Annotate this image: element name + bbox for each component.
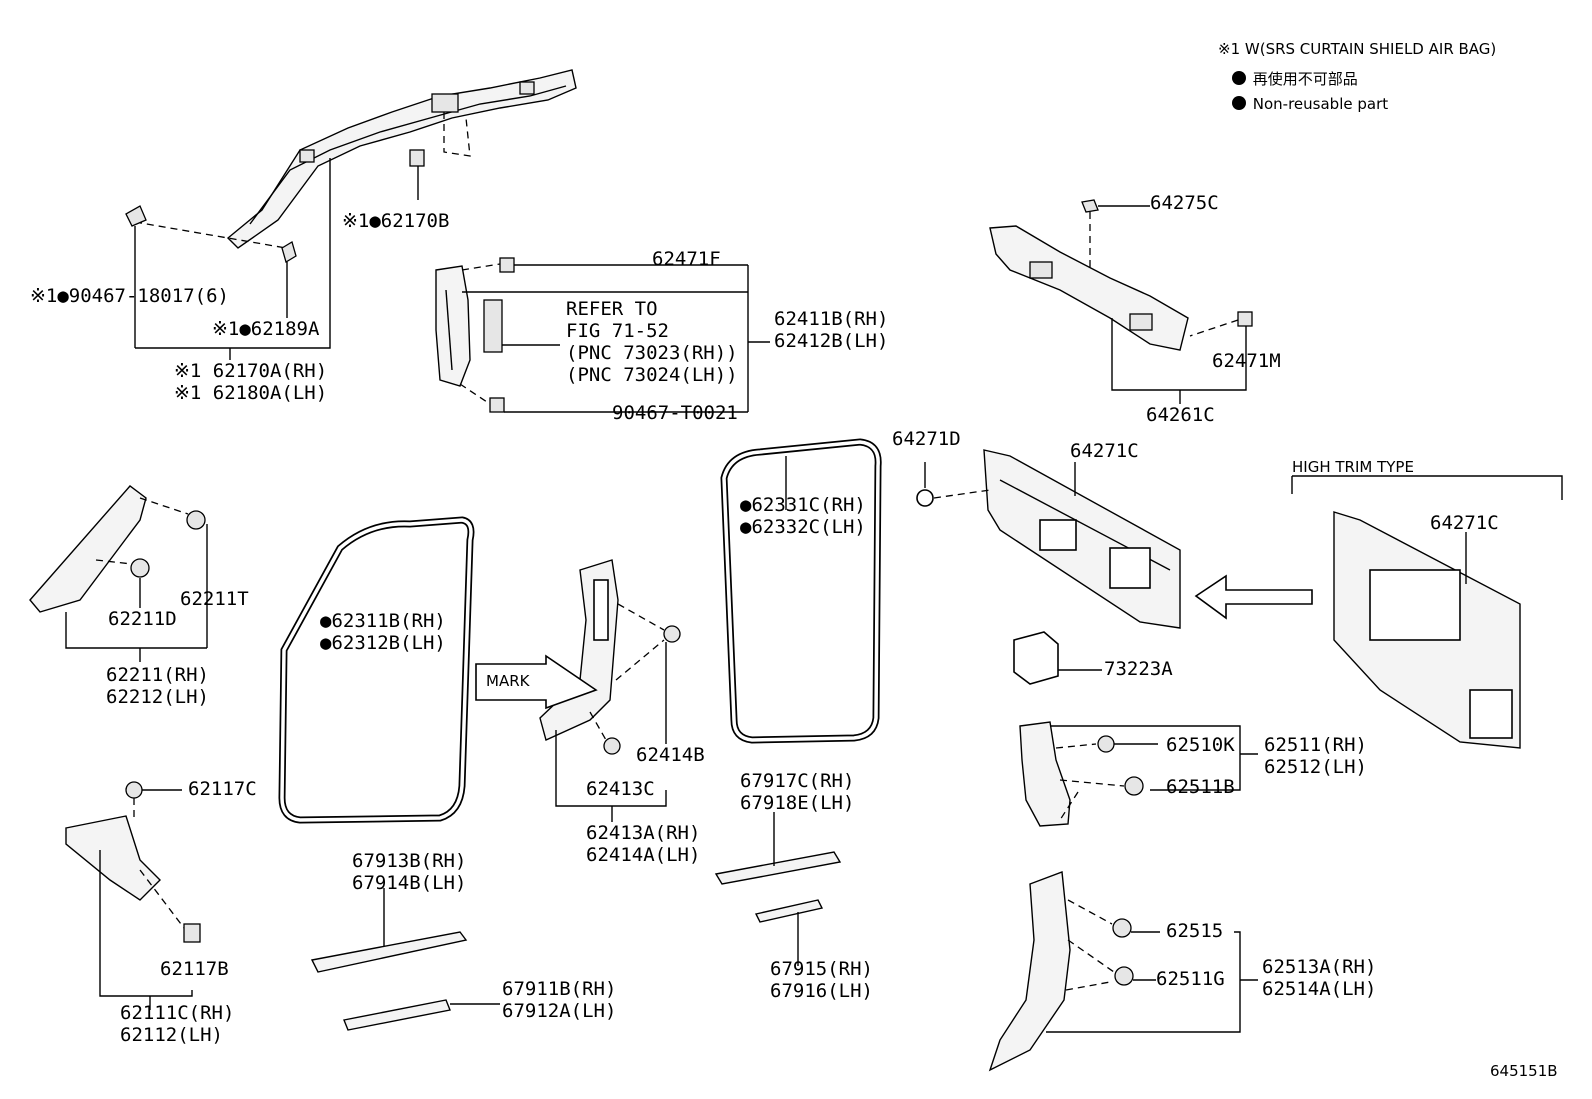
label-62180A: ※1 62180A(LH)	[174, 382, 328, 404]
label-62510K: 62510K	[1166, 734, 1235, 756]
label-64275C: 64275C	[1150, 192, 1219, 214]
scuff-plate-67911B	[343, 999, 500, 1031]
pillar-62111C	[65, 781, 201, 1010]
curtain-airbag-assembly	[134, 69, 577, 249]
high-trim-panel	[1291, 475, 1563, 749]
legend-en-text: Non-reusable part	[1252, 95, 1389, 113]
label-67916: 67916(LH)	[770, 980, 873, 1002]
label-64261C: 64261C	[1146, 404, 1215, 426]
bullet-icon	[1232, 71, 1246, 85]
label-62413A: 62413A(RH)	[586, 822, 701, 844]
label-62411B: 62411B(RH)	[774, 308, 889, 330]
label-67911B: 67911B(RH)	[502, 978, 617, 1000]
bullet-icon	[1232, 96, 1246, 110]
label-62211T: 62211T	[180, 588, 249, 610]
label-62117B: 62117B	[160, 958, 229, 980]
label-62414B: 62414B	[636, 744, 705, 766]
label-62332C: ●62332C(LH)	[740, 516, 866, 538]
refer-line-3: (PNC 73023(RH))	[566, 342, 738, 364]
scuff-plate-67915	[754, 899, 824, 966]
seal-62311B	[278, 516, 475, 824]
switch-73223A	[1013, 631, 1102, 685]
label-62412B: 62412B(LH)	[774, 330, 889, 352]
legend-jp-text: 再使用不可部品	[1252, 70, 1358, 88]
label-62189A: ※1●62189A	[212, 318, 320, 340]
label-73223A: 73223A	[1104, 658, 1173, 680]
label-62471F: 62471F	[652, 248, 721, 270]
pillar-62211	[29, 485, 208, 662]
diagram-id: 645151B	[1490, 1062, 1558, 1080]
legend-en: Non-reusable part	[1232, 95, 1388, 113]
label-high-trim: HIGH TRIM TYPE	[1292, 458, 1414, 476]
bracket-62170A	[135, 158, 331, 349]
label-62331C: ●62331C(RH)	[740, 494, 866, 516]
clip-62170B	[409, 149, 425, 200]
label-mark: MARK	[486, 672, 530, 690]
clip-62189A	[281, 241, 297, 318]
label-62515: 62515	[1166, 920, 1224, 942]
label-62112: 62112(LH)	[120, 1024, 223, 1046]
label-62471M: 62471M	[1212, 350, 1281, 372]
label-67917C: 67917C(RH)	[740, 770, 855, 792]
legend-jp: 再使用不可部品	[1232, 70, 1358, 88]
label-62311B: ●62311B(RH)	[320, 610, 446, 632]
pillar-62413	[475, 559, 681, 822]
refer-line-1: REFER TO	[566, 298, 658, 320]
label-62170A: ※1 62170A(RH)	[174, 360, 328, 382]
label-67915: 67915(RH)	[770, 958, 873, 980]
pillar-62513A	[988, 871, 1258, 1072]
pillar-garnish-62411B	[435, 257, 515, 413]
label-62512: 62512(LH)	[1264, 756, 1367, 778]
label-67918E: 67918E(LH)	[740, 792, 855, 814]
back-panel-64271C	[916, 449, 1181, 629]
legend-note: ※1 W(SRS CURTAIN SHIELD AIR BAG)	[1218, 40, 1497, 58]
label-62511B: 62511B	[1166, 776, 1235, 798]
label-67913B: 67913B(RH)	[352, 850, 467, 872]
scuff-plate-67913B	[310, 888, 468, 973]
refer-line-2: FIG 71-52	[566, 320, 669, 342]
seal-62331C	[720, 438, 882, 744]
label-62511: 62511(RH)	[1264, 734, 1367, 756]
panel-64261C	[989, 199, 1253, 404]
label-64271C-a: 64271C	[1070, 440, 1139, 462]
refer-line-4: (PNC 73024(LH))	[566, 364, 738, 386]
label-62312B: ●62312B(LH)	[320, 632, 446, 654]
label-62170B: ※1●62170B	[342, 210, 450, 232]
label-62211D: 62211D	[108, 608, 177, 630]
label-62413C: 62413C	[586, 778, 655, 800]
scuff-plate-67917C	[714, 812, 842, 885]
label-62111C: 62111C(RH)	[120, 1002, 235, 1024]
label-64271C-b: 64271C	[1430, 512, 1499, 534]
label-62513A: 62513A(RH)	[1262, 956, 1377, 978]
label-90467-T0021: 90467-T0021	[612, 402, 738, 424]
label-62117C: 62117C	[188, 778, 257, 800]
label-62414A: 62414A(LH)	[586, 844, 701, 866]
quarter-trim-62511	[1019, 721, 1258, 827]
clip-90467-18017	[125, 205, 147, 348]
label-67914B: 67914B(LH)	[352, 872, 467, 894]
label-62514A: 62514A(LH)	[1262, 978, 1377, 1000]
label-90467-18017: ※1●90467-18017(6)	[30, 285, 229, 307]
label-62511G: 62511G	[1156, 968, 1225, 990]
label-64271D: 64271D	[892, 428, 961, 450]
label-67912A: 67912A(LH)	[502, 1000, 617, 1022]
label-62211: 62211(RH)	[106, 664, 209, 686]
label-62212: 62212(LH)	[106, 686, 209, 708]
arrow	[1194, 574, 1313, 620]
